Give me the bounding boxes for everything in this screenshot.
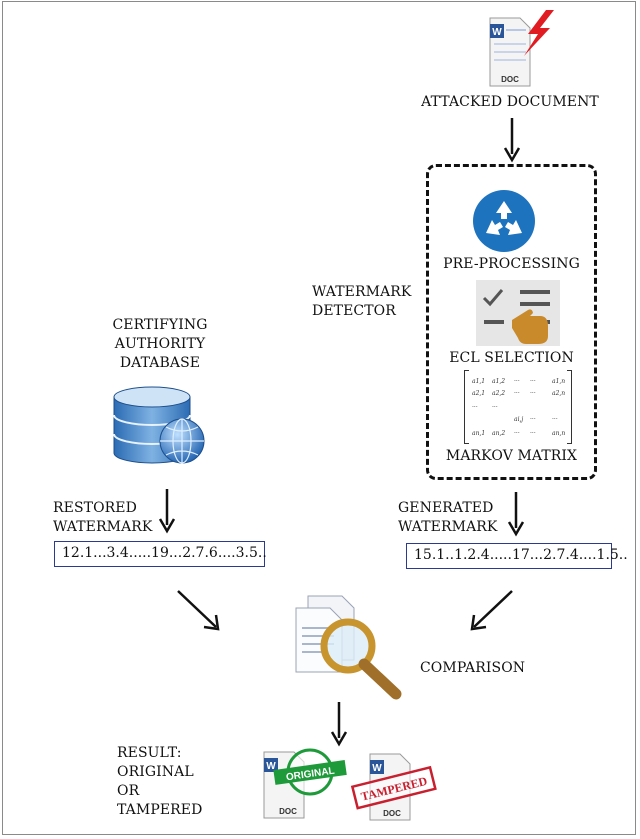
original-stamp-icon: ORIGINAL — [273, 748, 347, 796]
checklist-hand-icon — [476, 280, 560, 346]
matrix-cell: an,n — [552, 430, 566, 437]
svg-text:W: W — [266, 761, 276, 772]
matrix-cell: ··· — [472, 404, 478, 411]
arrow-down-1 — [503, 118, 521, 163]
arrow-down-result — [330, 702, 348, 747]
lightning-icon — [524, 10, 554, 56]
tampered-document-icon: W DOC TAMPERED — [350, 753, 437, 821]
arrow-diagonal-right — [470, 590, 513, 631]
matrix-cell: ··· — [530, 416, 536, 423]
matrix-cell: ··· — [514, 378, 520, 385]
svg-text:DOC: DOC — [279, 807, 297, 816]
watermark-detector-label: WATERMARK DETECTOR — [312, 284, 412, 319]
svg-text:W: W — [492, 27, 502, 38]
magnifier-documents-icon — [295, 595, 402, 700]
matrix-cell: ··· — [530, 430, 536, 437]
word-logo-icon — [490, 24, 504, 38]
svg-text:DOC: DOC — [383, 809, 401, 818]
database-globe-icon — [113, 386, 205, 464]
matrix-cell: a2,n — [552, 390, 566, 397]
matrix-cell: ··· — [530, 390, 536, 397]
svg-text:DOC: DOC — [501, 75, 519, 84]
attacked-document-label: ATTACKED DOCUMENT — [421, 94, 599, 110]
matrix-cell: a1,2 — [492, 378, 506, 385]
matrix-cell: ··· — [552, 416, 558, 423]
matrix-cell: ··· — [514, 430, 520, 437]
pre-processing-label: PRE-PROCESSING — [443, 256, 580, 272]
matrix-cell: an,1 — [472, 430, 486, 437]
markov-matrix-label: MARKOV MATRIX — [445, 448, 578, 464]
restored-watermark-value: 12.1...3.4.....19...2.7.6....3.5.. — [54, 541, 267, 567]
restored-watermark-label: RESTORED WATERMARK — [53, 500, 153, 535]
attacked-document-icon: W DOC — [489, 10, 554, 87]
matrix-cell: a2,1 — [472, 390, 486, 397]
matrix-cell: an,2 — [492, 430, 506, 437]
arrow-diagonal-left — [177, 590, 220, 631]
generated-watermark-label: GENERATED WATERMARK — [398, 500, 498, 535]
markov-matrix-icon: a1,1 a1,2 ··· ··· a1,n a2,1 a2,2 ··· ··· a2,n ··· ·… — [464, 370, 572, 444]
ecl-selection-label: ECL SELECTION — [449, 350, 574, 366]
certifying-authority-label: CERTIFYING AUTHORITY DATABASE — [112, 317, 208, 371]
recycle-icon — [473, 190, 535, 252]
result-label: RESULT: ORIGINAL OR TAMPERED — [117, 745, 203, 818]
svg-text:W: W — [372, 763, 382, 774]
matrix-cell: a1,1 — [472, 378, 486, 385]
arrow-down-restored — [158, 489, 176, 534]
matrix-cell: ··· — [514, 390, 520, 397]
matrix-cell: a1,n — [552, 378, 566, 385]
matrix-cell: ··· — [530, 378, 536, 385]
watermark-detector-box — [426, 164, 597, 480]
comparison-label: COMPARISON — [420, 660, 526, 676]
original-document-icon: W DOC ORIGINAL — [263, 748, 347, 819]
arrow-down-generated — [507, 492, 525, 537]
matrix-cell: ai,j — [514, 416, 524, 423]
generated-watermark-value: 15.1..1.2.4.....17...2.7.4....1.5.. — [406, 543, 628, 569]
matrix-cell: ··· — [492, 404, 498, 411]
matrix-cell: a2,2 — [492, 390, 506, 397]
